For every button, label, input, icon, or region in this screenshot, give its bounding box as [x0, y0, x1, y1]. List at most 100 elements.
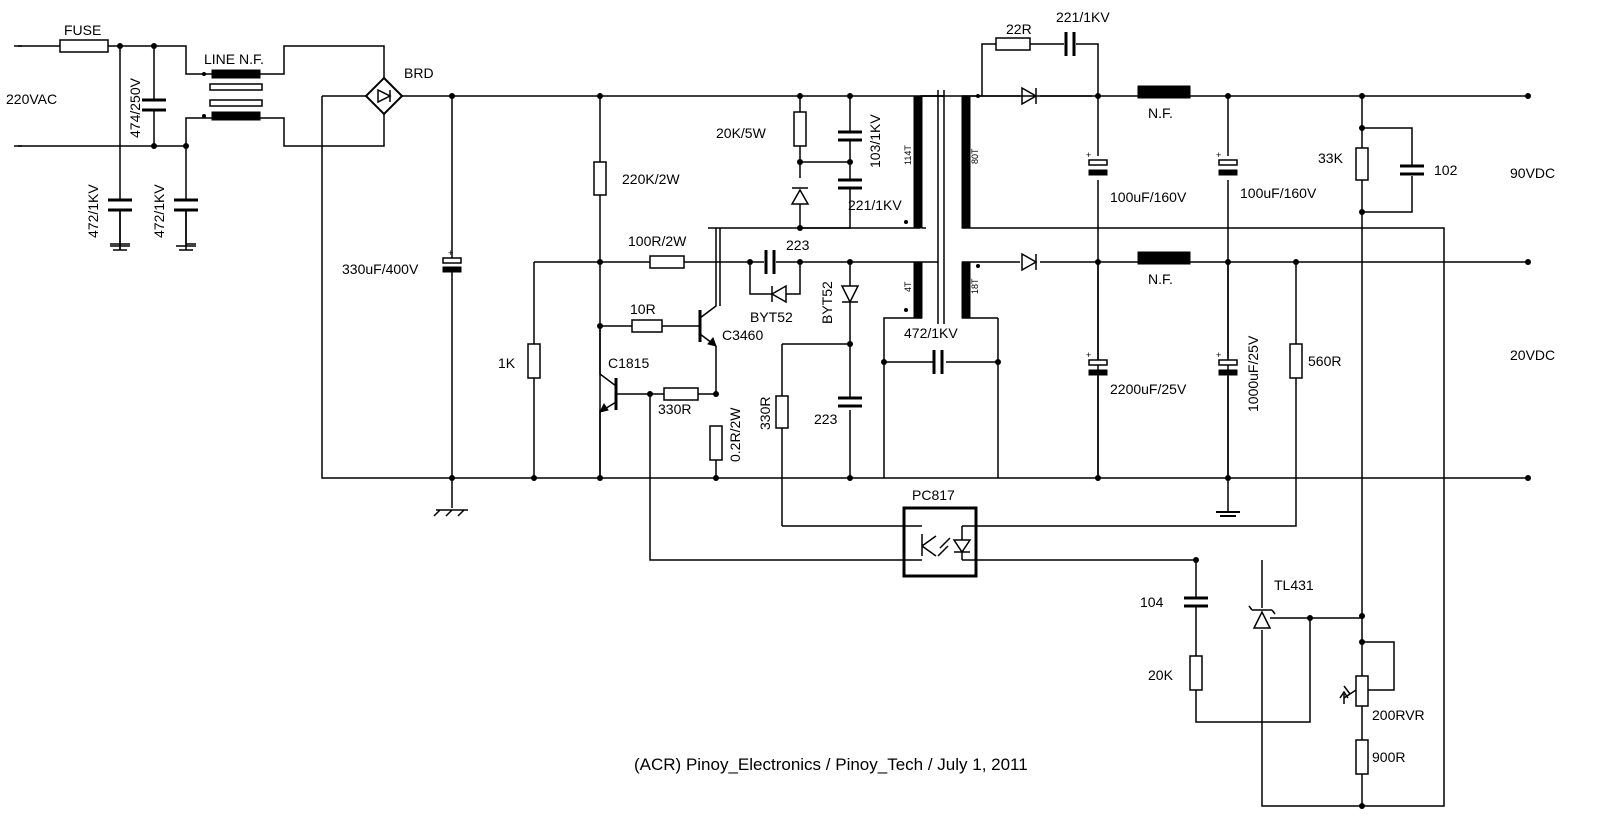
q-c1815-label: C1815 [608, 355, 649, 371]
svg-text:+: + [448, 248, 453, 258]
diode-byt52-a [770, 284, 787, 304]
tl431-label: TL431 [1274, 577, 1314, 593]
r-100r-label: 100R/2W [628, 233, 687, 249]
transistor-c3460 [698, 228, 717, 347]
capacitor-104 [1184, 596, 1208, 608]
capacitor-223-b [838, 396, 862, 408]
resistor-220k [593, 161, 607, 196]
svg-text:+: + [1216, 150, 1221, 160]
resistor-100r [649, 255, 685, 269]
resistor-20k [1189, 655, 1203, 691]
brd-label: BRD [404, 65, 434, 81]
cap-104-label: 104 [1140, 594, 1164, 610]
line-nf-label: LINE N.F. [204, 51, 264, 67]
byt52a-label: BYT52 [750, 309, 793, 325]
cap-330uf-label: 330uF/400V [342, 261, 419, 277]
junction-dots [117, 43, 1365, 809]
cap-102-label: 102 [1434, 162, 1458, 178]
trimmer-200rvr [1339, 675, 1369, 707]
transformer [904, 90, 982, 324]
r-22r-label: 22R [1006, 21, 1032, 37]
nf1-label: N.F. [1148, 105, 1173, 121]
w-18t-label: 18T [970, 278, 980, 294]
capacitor-223-a [764, 250, 776, 274]
resistor-20k5w [793, 111, 807, 147]
capacitor-472-c [932, 350, 944, 374]
nf2-label: N.F. [1148, 271, 1173, 287]
regulator-tl431 [1248, 605, 1276, 629]
capacitor-103 [838, 130, 862, 142]
r-33k-label: 33K [1318, 150, 1344, 166]
capacitor-330uf: + [442, 248, 462, 273]
r-220k-label: 220K/2W [622, 171, 680, 187]
cap-223b-label: 223 [814, 411, 838, 427]
choke-nf-20v [1137, 251, 1191, 265]
r-20k5w-label: 20K/5W [716, 125, 767, 141]
capacitor-2200uf: + [1086, 350, 1108, 376]
resistor-330r-a [663, 387, 699, 401]
cap-221b-label: 221/1KV [1056, 9, 1110, 25]
svg-text:+: + [1216, 350, 1221, 360]
output-diode-20v [1021, 252, 1038, 272]
capacitor-472-b [174, 198, 198, 251]
chassis-ground-icon [433, 509, 468, 517]
resistor-22r [995, 37, 1031, 51]
resistor-900r [1355, 739, 1369, 775]
fuse-label: FUSE [64, 22, 101, 38]
resistor-10r [631, 319, 663, 333]
w-4t-label: 4T [903, 281, 913, 292]
capacitor-100uf-b: + [1216, 150, 1238, 176]
cap-1000-label: 1000uF/25V [1245, 335, 1261, 412]
wires [18, 43, 1530, 807]
fuse [59, 39, 109, 53]
resistor-560r [1289, 343, 1303, 379]
r-900r-label: 900R [1372, 749, 1405, 765]
snubber-diode [790, 187, 810, 205]
cap-223a-label: 223 [786, 237, 810, 253]
r-200rvr-label: 200RVR [1372, 707, 1425, 723]
optocoupler-pc817 [902, 506, 978, 578]
credit-text: (ACR) Pinoy_Electronics / Pinoy_Tech / J… [634, 755, 1028, 774]
capacitor-472-a [108, 198, 132, 251]
cap-100b-label: 100uF/160V [1240, 185, 1317, 201]
cap-2200-label: 2200uF/25V [1110, 381, 1187, 397]
cap-221a-label: 221/1KV [848, 197, 902, 213]
cap-103-label: 103/1KV [867, 114, 883, 168]
out-90v-label: 90VDC [1510, 165, 1555, 181]
capacitor-474 [142, 98, 166, 112]
resistor-02r [709, 425, 723, 461]
cap-474-label: 474/250V [127, 77, 143, 138]
q-c3460-label: C3460 [722, 327, 763, 343]
ac-terminals [14, 45, 22, 147]
r-560r-label: 560R [1308, 353, 1341, 369]
resistor-1k [527, 343, 541, 379]
output-diode-90v [1021, 86, 1038, 106]
r-1k-label: 1K [498, 355, 516, 371]
cap-472c-label: 472/1KV [904, 325, 958, 341]
cap-100a-label: 100uF/160V [1110, 189, 1187, 205]
secondary-ground-icon [1216, 511, 1240, 517]
ac-input-label: 220VAC [6, 91, 57, 107]
svg-text:+: + [1086, 350, 1091, 360]
r-20k-label: 20K [1148, 667, 1174, 683]
r-330rb-label: 330R [757, 397, 773, 430]
cap-472a-label: 472/1KV [85, 184, 101, 238]
r-10r-label: 10R [630, 301, 656, 317]
r-02r-label: 0.2R/2W [727, 407, 743, 462]
w-80t-label: 80T [970, 148, 980, 164]
bridge-rectifier [364, 76, 404, 116]
r-330ra-label: 330R [658, 401, 691, 417]
output-terminals [1525, 93, 1531, 481]
line-noise-filter [202, 69, 263, 121]
resistor-33k [1355, 147, 1369, 181]
byt52b-label: BYT52 [819, 281, 835, 324]
capacitor-102 [1400, 164, 1424, 176]
choke-nf-90v [1137, 85, 1191, 99]
capacitor-100uf-a: + [1086, 150, 1108, 176]
transistor-c1815 [599, 326, 618, 413]
cap-472b-label: 472/1KV [151, 184, 167, 238]
out-20v-label: 20VDC [1510, 347, 1555, 363]
capacitor-221-a [838, 178, 862, 190]
